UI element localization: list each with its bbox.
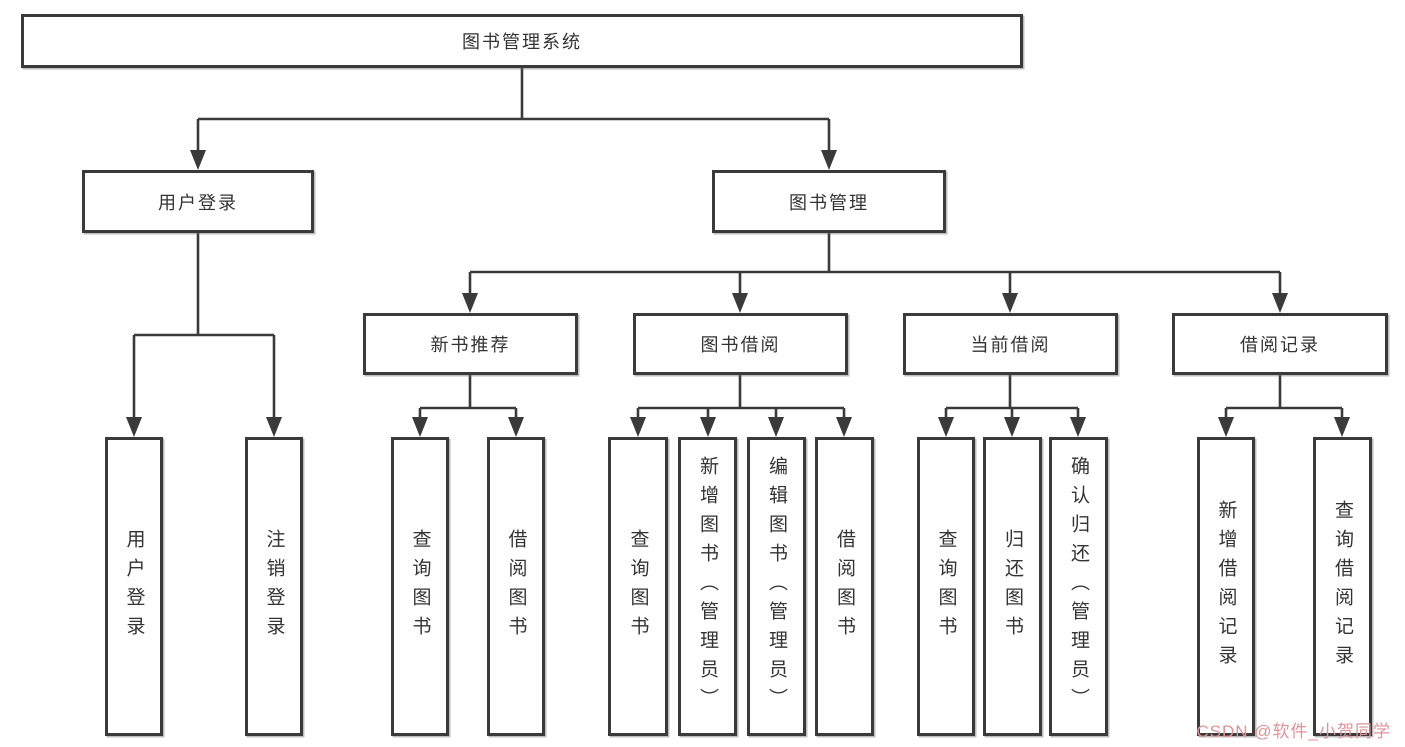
node-new-book-recommend: 新书推荐 bbox=[363, 313, 578, 375]
node-library-management-system-label: 图书管理系统 bbox=[462, 32, 582, 52]
leaf-newbook-query-book: 查询图书 bbox=[391, 437, 449, 736]
leaf-add-borrow-record: 新增借阅记录 bbox=[1197, 437, 1255, 736]
connector-login-to-leaves bbox=[132, 233, 276, 419]
csdn-watermark: CSDN @软件_小贺同学 bbox=[1196, 722, 1391, 741]
leaf-newbook-query-book-label: 查询图书 bbox=[409, 528, 431, 645]
leaf-confirm-return-admin: 确认归还（管理员） bbox=[1049, 437, 1108, 736]
leaf-borrow-query-book: 查询图书 bbox=[608, 437, 668, 736]
connector-records-to-leaves bbox=[1224, 375, 1344, 421]
leaf-user-login-label: 用户登录 bbox=[123, 528, 145, 645]
leaf-current-query-book-label: 查询图书 bbox=[935, 528, 957, 645]
leaf-query-borrow-record-label: 查询借阅记录 bbox=[1332, 499, 1353, 674]
leaf-borrow-query-book-label: 查询图书 bbox=[627, 528, 649, 645]
leaf-add-borrow-record-label: 新增借阅记录 bbox=[1215, 499, 1237, 674]
node-book-management: 图书管理 bbox=[712, 170, 946, 233]
leaf-return-book-label: 归还图书 bbox=[1002, 528, 1023, 645]
leaf-user-login: 用户登录 bbox=[105, 437, 163, 736]
leaf-return-book: 归还图书 bbox=[983, 437, 1042, 736]
leaf-borrow-book-label: 借阅图书 bbox=[834, 528, 855, 645]
node-borrow-records: 借阅记录 bbox=[1172, 313, 1388, 375]
leaf-edit-book-admin-label: 编辑图书（管理员） bbox=[766, 456, 787, 717]
node-new-book-recommend-label: 新书推荐 bbox=[430, 335, 511, 355]
node-library-management-system: 图书管理系统 bbox=[21, 14, 1023, 68]
arrowheads bbox=[126, 150, 1350, 437]
leaf-query-borrow-record: 查询借阅记录 bbox=[1313, 437, 1372, 736]
node-user-login: 用户登录 bbox=[82, 170, 314, 233]
leaf-confirm-return-admin-label: 确认归还（管理员） bbox=[1068, 456, 1089, 717]
leaf-edit-book-admin: 编辑图书（管理员） bbox=[747, 437, 806, 736]
leaf-borrow-book: 借阅图书 bbox=[815, 437, 874, 736]
node-current-borrow-label: 当前借阅 bbox=[970, 335, 1051, 355]
node-current-borrow: 当前借阅 bbox=[903, 313, 1118, 375]
leaf-logout-label: 注销登录 bbox=[263, 528, 285, 645]
connector-borrow-to-leaves bbox=[636, 375, 846, 421]
leaf-current-query-book: 查询图书 bbox=[917, 437, 975, 736]
node-borrow-records-label: 借阅记录 bbox=[1240, 335, 1320, 355]
connector-current-to-leaves bbox=[944, 375, 1080, 421]
leaf-logout: 注销登录 bbox=[245, 437, 303, 736]
connector-root-to-level2 bbox=[196, 68, 831, 152]
connector-newbook-to-leaves bbox=[418, 375, 518, 421]
node-user-login-label: 用户登录 bbox=[158, 192, 238, 213]
leaf-add-book-admin-label: 新增图书（管理员） bbox=[697, 456, 718, 717]
leaf-newbook-borrow-book-label: 借阅图书 bbox=[505, 528, 527, 645]
node-book-borrow-label: 图书借阅 bbox=[700, 335, 781, 355]
node-book-management-label: 图书管理 bbox=[789, 192, 869, 213]
leaf-newbook-borrow-book: 借阅图书 bbox=[487, 437, 545, 736]
leaf-add-book-admin: 新增图书（管理员） bbox=[678, 437, 737, 736]
connector-mgmt-to-level3 bbox=[468, 233, 1282, 296]
node-book-borrow: 图书借阅 bbox=[633, 313, 848, 375]
